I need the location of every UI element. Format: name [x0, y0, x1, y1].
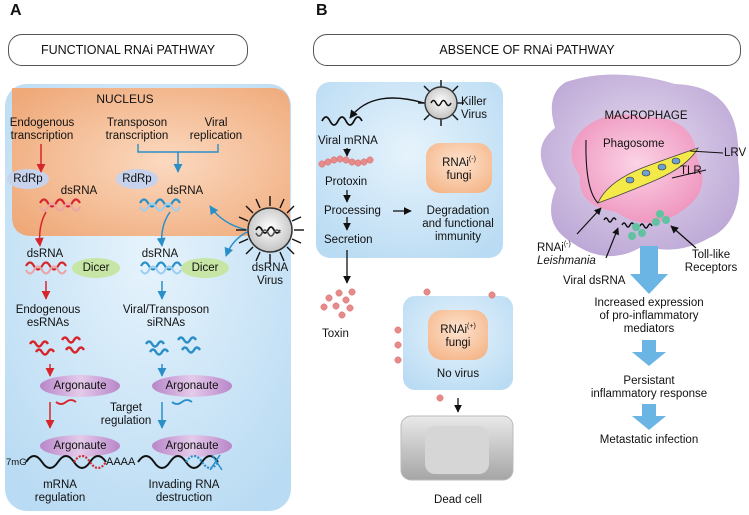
big-arrow-1 — [630, 246, 668, 294]
dsrna-nucleus-blue-label: dsRNA — [166, 185, 204, 197]
dicer-right-label: Dicer — [191, 262, 219, 274]
tlr-label: TLR — [680, 165, 702, 177]
viral-dsrna-label: Viral dsRNA — [563, 275, 626, 287]
viral-mrna-wave — [321, 116, 363, 126]
toxin-dots — [320, 288, 356, 319]
tlr-receptors — [628, 210, 670, 240]
toxin-label: Toxin — [322, 328, 349, 340]
rdrp-right-label: RdRp — [122, 173, 152, 185]
fungi-minus-shape — [426, 143, 492, 193]
panel-a-header: FUNCTIONAL RNAi PATHWAY — [8, 34, 248, 66]
nucleus-label: NUCLEUS — [96, 92, 154, 106]
rnai-leishmania-label: RNAi(-) Leishmania — [537, 241, 596, 267]
argonaute-right-label-2: Argonaute — [165, 440, 219, 452]
processing-label: Processing — [324, 205, 381, 217]
phagosome-label: Phagosome — [603, 138, 665, 150]
nucleus-region — [12, 88, 290, 236]
rdrp-right-shape — [116, 169, 158, 189]
dicer-left-label: Dicer — [82, 262, 110, 274]
no-virus-label: No virus — [436, 368, 480, 380]
dsrna-blue-label: dsRNA — [141, 248, 179, 260]
dicer-left-shape — [72, 258, 120, 278]
argonaute-left-label-2: Argonaute — [53, 440, 107, 452]
panel-b-header: ABSENCE OF RNAi PATHWAY — [313, 34, 741, 66]
argonaute-left-2 — [40, 435, 120, 457]
panel-a-letter: A — [10, 2, 22, 19]
dsrna-virus-particle — [236, 196, 304, 264]
rnai-minus-fungi-label: RNAi(-) fungi — [442, 156, 476, 182]
argonaute-right-2 — [152, 435, 232, 457]
polya-label: AAAA — [106, 456, 136, 468]
dsrna-nucleus-red-label: dsRNA — [60, 185, 98, 197]
dead-cell-label: Dead cell — [434, 494, 482, 506]
fungi-plus-shape — [428, 310, 488, 360]
secretion-label: Secretion — [324, 234, 373, 246]
cap-label: 7mG — [6, 457, 27, 468]
argonaute-right-1 — [152, 375, 232, 397]
argonaute-left-1 — [40, 375, 120, 397]
killer-virus-cell — [316, 82, 503, 258]
mrna-target-blue — [137, 455, 219, 469]
protoxin-label: Protoxin — [325, 176, 368, 188]
panel-b-letter: B — [316, 2, 328, 19]
argonaute-left-label-1: Argonaute — [53, 380, 107, 392]
macrophage-label: MACROPHAGE — [604, 110, 688, 122]
lrv-label: LRV — [724, 147, 747, 159]
rnai-plus-fungi-label: RNAi(+) fungi — [440, 323, 476, 349]
metastatic-infection-label: Metastatic infection — [599, 434, 699, 446]
killer-virus-particle — [418, 80, 464, 126]
dsrna-red-label: dsRNA — [26, 248, 64, 260]
mrna-target-red — [25, 455, 107, 469]
rdrp-left-shape — [7, 169, 49, 189]
viral-mrna-label: Viral mRNA — [318, 135, 378, 147]
dicer-right-shape — [181, 258, 229, 278]
protoxin-beads — [318, 155, 374, 168]
rdrp-left-label: RdRp — [13, 173, 43, 185]
big-arrow-3 — [632, 404, 666, 430]
big-arrow-2 — [632, 340, 666, 366]
argonaute-right-label-1: Argonaute — [165, 380, 219, 392]
